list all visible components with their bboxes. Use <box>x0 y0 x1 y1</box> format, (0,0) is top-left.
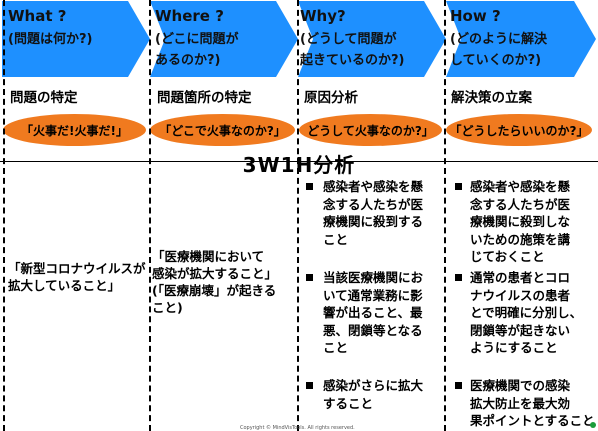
oval-where: 「どこで火事なのか?」 <box>150 114 295 146</box>
header-question: How ? <box>450 7 501 25</box>
bullet-square-icon <box>306 183 313 190</box>
diagram-title: 3W1H分析 <box>242 153 356 177</box>
bullet-square-icon <box>306 274 313 281</box>
column-divider <box>297 0 299 431</box>
header-why: Why? (どうして問題が 起きているのか?) <box>300 6 404 71</box>
oval-how: 「どうしたらいいのか?」 <box>446 114 592 146</box>
list-item: 通常の患者とコロ ナウイルスの患者 とで明確に分別し、 閉鎖等が起きない ように… <box>470 270 583 355</box>
header-subtitle: (どこに問題が あるのか?) <box>155 32 239 68</box>
header-subtitle: (どうして問題が 起きているのか?) <box>300 32 405 68</box>
header-where: Where ? (どこに問題が あるのか?) <box>155 6 239 71</box>
oval-why: どうして火事なのか?」 <box>299 114 442 146</box>
phase-title-how: 解決策の立案 <box>451 90 532 106</box>
header-question: What ? <box>8 7 67 25</box>
arrow-what <box>2 1 150 77</box>
header-what: What ? (問題は何か?) <box>8 6 92 50</box>
column-divider <box>149 0 151 431</box>
bullet-square-icon <box>455 183 462 190</box>
header-how: How ? (どのように解決 していくのか?) <box>450 6 547 71</box>
header-subtitle: (どのように解決 していくのか?) <box>450 32 547 68</box>
phase-title-what: 問題の特定 <box>10 90 78 106</box>
list-item: 感染者や感染を懸 念する人たちが医 療機関に殺到する こと <box>323 179 424 247</box>
oval-what: 「火事だ!火事だ!」 <box>3 114 146 146</box>
bullet-square-icon <box>455 274 462 281</box>
arrow-how <box>446 1 596 77</box>
column-divider <box>444 0 446 431</box>
copyright-footer: Copyright © MindVisTools. All rights res… <box>240 425 355 431</box>
column-divider <box>3 0 5 431</box>
arrow-where <box>150 1 298 77</box>
header-question: Where ? <box>155 7 224 25</box>
bullet-square-icon <box>455 382 462 389</box>
header-subtitle: (問題は何か?) <box>8 32 93 47</box>
list-item: 医療機関での感染 拡大防止を最大効 果ポイントとすること <box>470 378 595 428</box>
list-item: 感染者や感染を懸 念する人たちが医 療機関に殺到しな いための施策を講 じておく… <box>470 179 571 264</box>
bullet-square-icon <box>306 382 313 389</box>
divider-line <box>0 161 598 162</box>
list-item: 感染がさらに拡大 すること <box>323 378 424 411</box>
phase-title-where: 問題箇所の特定 <box>157 90 252 106</box>
what-content: 「新型コロナウイルスが 拡大していること」 <box>8 261 146 293</box>
where-content: 「医療機関において 感染が拡大すること」 (「医療崩壊」が起きる こと) <box>152 249 278 315</box>
list-item: 当該医療機関にお いて通常業務に影 響が出ること、最 悪、閉鎖等となる こと <box>323 270 424 355</box>
phase-title-why: 原因分析 <box>304 90 358 106</box>
footer-dot-icon <box>590 422 596 428</box>
header-question: Why? <box>300 7 346 25</box>
header-arrows <box>2 1 596 77</box>
arrow-why <box>298 1 446 77</box>
